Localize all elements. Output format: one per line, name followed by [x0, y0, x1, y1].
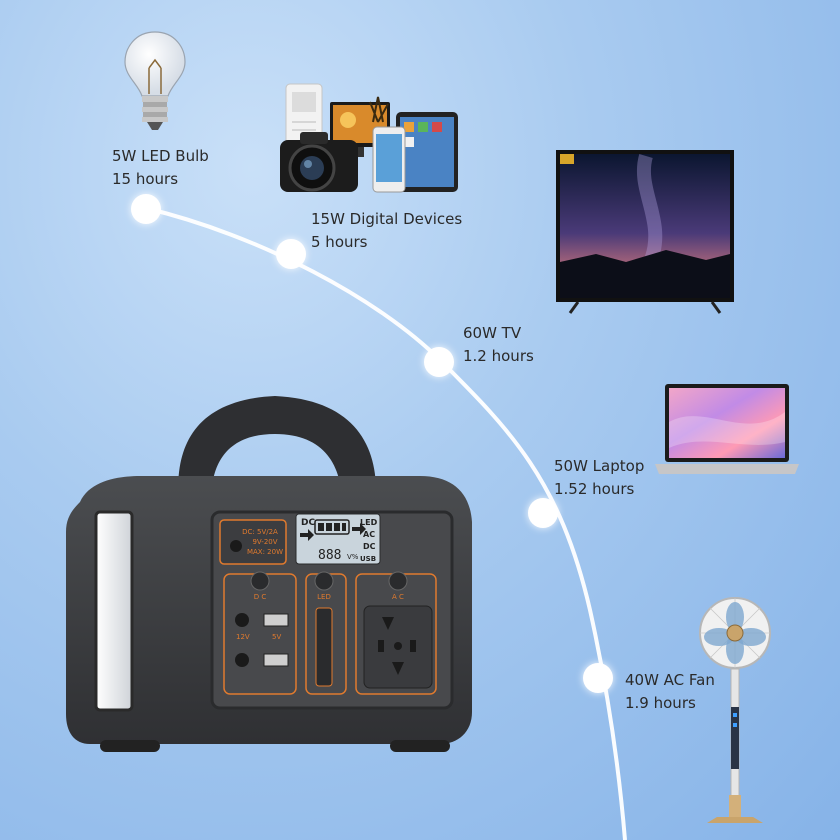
tv-watt: 60W TV — [463, 324, 522, 342]
bulb-hours: 15 hours — [112, 170, 179, 188]
dc-spec-3: MAX: 20W — [247, 548, 283, 556]
laptop-icon — [655, 384, 799, 474]
section-dc-label: D C — [254, 593, 267, 601]
dc-spec-1: DC: 5V/2A — [242, 528, 278, 536]
marker-digital — [276, 239, 306, 269]
port-12v-label: 12V — [236, 633, 250, 641]
lcd-unit: V% — [347, 553, 359, 561]
label-laptop: 50W Laptop 1.52 hours — [554, 455, 644, 501]
fan-watt: 40W AC Fan — [625, 671, 715, 689]
marker-laptop — [528, 498, 558, 528]
lcd-digits: 888 — [318, 548, 341, 563]
tv-hours: 1.2 hours — [463, 347, 534, 365]
section-ac-label: A C — [392, 593, 404, 601]
fan-icon — [699, 597, 771, 823]
lcd-mode-led: LED — [360, 518, 378, 527]
bulb-watt: 5W LED Bulb — [112, 147, 209, 165]
section-led-label: LED — [317, 593, 331, 601]
lcd-mode-ac: AC — [363, 530, 375, 539]
marker-tv — [424, 347, 454, 377]
light-bulb-icon — [124, 31, 186, 130]
lcd-dc-label: DC — [301, 518, 315, 528]
marker-bulb — [131, 194, 161, 224]
marker-fan — [583, 663, 613, 693]
laptop-hours: 1.52 hours — [554, 480, 635, 498]
power-station: DC: 5V/2A 9V-20V MAX: 20W DC 888 V% LED … — [66, 396, 472, 752]
label-digital: 15W Digital Devices 5 hours — [311, 208, 462, 254]
laptop-watt: 50W Laptop — [554, 457, 645, 475]
lcd-mode-dc: DC — [363, 542, 376, 551]
lcd-mode-usb: USB — [360, 555, 376, 563]
label-fan: 40W AC Fan 1.9 hours — [625, 669, 715, 715]
fan-hours: 1.9 hours — [625, 694, 696, 712]
label-tv: 60W TV 1.2 hours — [463, 322, 534, 368]
tv-icon — [556, 150, 734, 314]
dc-spec-2: 9V-20V — [252, 538, 277, 546]
digital-watt: 15W Digital Devices — [311, 210, 463, 228]
digital-devices-icon — [280, 83, 458, 193]
label-bulb: 5W LED Bulb 15 hours — [112, 145, 209, 191]
digital-hours: 5 hours — [311, 233, 368, 251]
port-5v-label: 5V — [272, 633, 281, 641]
